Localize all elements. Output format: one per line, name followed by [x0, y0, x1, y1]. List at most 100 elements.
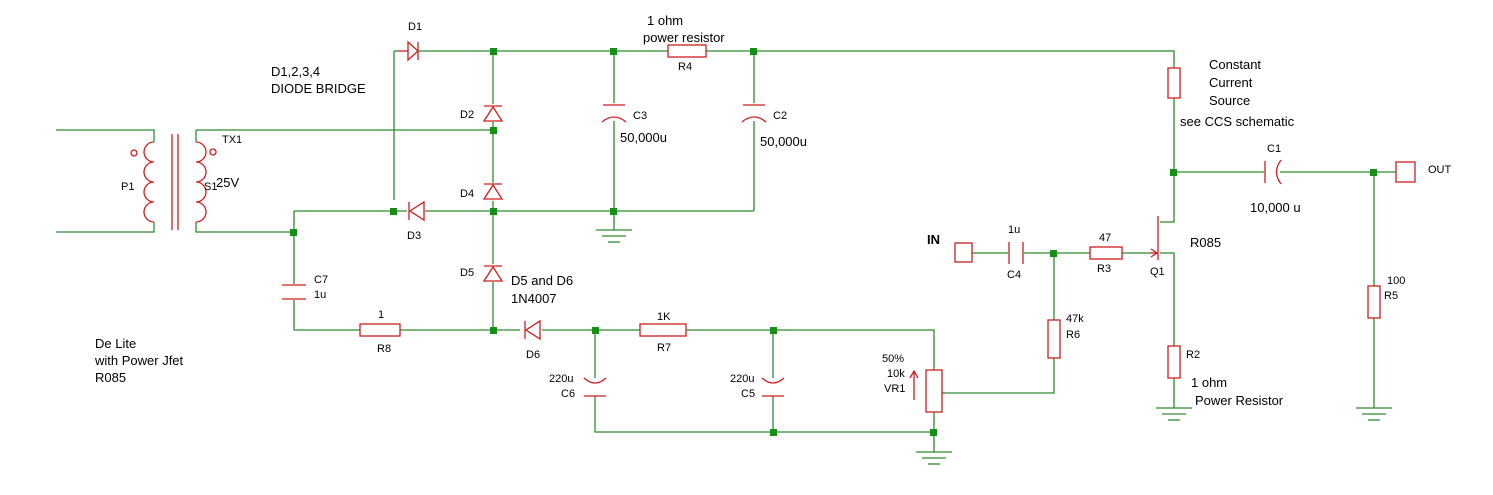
vr1-label: VR1 — [884, 383, 905, 395]
junction-node — [490, 208, 497, 215]
r8-value: 1 — [378, 309, 384, 321]
c1-value: 10,000 u — [1250, 200, 1301, 215]
out-label: OUT — [1428, 164, 1452, 176]
diode-d6 — [524, 319, 541, 341]
r6-value: 47k — [1066, 313, 1084, 325]
capacitor-c1 — [1264, 159, 1282, 185]
diode-d3 — [408, 200, 425, 222]
ground-symbol-r2 — [1156, 407, 1192, 421]
c7-label: C7 — [314, 274, 328, 286]
ccs-line-3: Source — [1209, 93, 1250, 108]
d5-note: D5 and D6 — [511, 273, 573, 288]
in-label: IN — [927, 232, 940, 247]
c3-label: C3 — [633, 110, 647, 122]
r4-label: R4 — [678, 61, 692, 73]
diode-d4 — [482, 183, 504, 200]
resistor-ccs — [1167, 67, 1181, 99]
labels: D1,2,3,4 DIODE BRIDGE 1 ohm power resist… — [94, 13, 1452, 408]
diode-d1 — [398, 40, 419, 62]
capacitor-c7 — [282, 284, 306, 300]
r7-value: 1K — [657, 311, 671, 323]
p1-label: P1 — [121, 181, 134, 193]
ground-symbol-vr1 — [916, 451, 952, 465]
secondary-dot-marker — [209, 148, 217, 156]
junction-node — [390, 208, 397, 215]
c1-label: C1 — [1267, 143, 1281, 155]
junction-node — [1050, 250, 1057, 257]
r5-label: R5 — [1384, 290, 1398, 302]
r5-value: 100 — [1387, 275, 1405, 287]
d4-label: D4 — [460, 188, 474, 200]
wires — [56, 50, 1396, 452]
r2-note-2: Power Resistor — [1195, 393, 1284, 408]
potentiometer-vr1 — [909, 369, 944, 413]
junction-node — [770, 327, 777, 334]
junction-node — [770, 429, 777, 436]
junction-node — [1170, 169, 1177, 176]
junction-node — [490, 48, 497, 55]
ground-symbol-bridge — [596, 229, 632, 243]
junction-node — [930, 429, 937, 436]
resistor-r4 — [667, 44, 707, 58]
junction-node — [290, 229, 297, 236]
c2-label: C2 — [773, 110, 787, 122]
r3-label: R3 — [1097, 263, 1111, 275]
r8-label: R8 — [377, 343, 391, 355]
out-port[interactable] — [1395, 161, 1416, 183]
r2-label: R2 — [1186, 349, 1200, 361]
c6-value: 220u — [549, 373, 573, 385]
d5-type: 1N4007 — [511, 291, 557, 306]
vr1-value: 10k — [887, 368, 905, 380]
tx1-label: TX1 — [222, 134, 242, 146]
c3-value: 50,000u — [620, 130, 667, 145]
ccs-line-1: Constant — [1209, 57, 1261, 72]
r7-label: R7 — [657, 342, 671, 354]
resistor-r2 — [1167, 345, 1181, 379]
resistor-r3 — [1089, 246, 1123, 260]
capacitor-c6 — [583, 377, 607, 397]
capacitor-c5 — [761, 377, 785, 397]
title-line-1: De Lite — [95, 336, 136, 351]
r3-value: 47 — [1099, 232, 1111, 244]
tx-voltage-label: 25V — [216, 175, 239, 190]
d2-label: D2 — [460, 109, 474, 121]
vr1-setting: 50% — [882, 353, 904, 365]
title-line-3: R085 — [95, 370, 126, 385]
d6-label: D6 — [526, 349, 540, 361]
resistor-r8 — [359, 323, 401, 337]
resistor-r5 — [1367, 285, 1381, 319]
in-port[interactable] — [954, 242, 973, 263]
resistor-r6 — [1047, 319, 1061, 359]
capacitor-c3 — [601, 104, 627, 123]
junction-node — [1370, 169, 1377, 176]
transformer-tx1 — [130, 134, 217, 230]
junction-node — [490, 327, 497, 334]
c5-value: 220u — [730, 373, 754, 385]
s1-label: S1 — [204, 181, 217, 193]
title-line-2: with Power Jfet — [94, 353, 184, 368]
ground-symbol-r5 — [1356, 407, 1392, 421]
junction-dots — [290, 48, 1377, 436]
c7-value: 1u — [314, 289, 326, 301]
junction-node — [750, 48, 757, 55]
resistor-r7 — [639, 323, 687, 337]
r2-note-1: 1 ohm — [1191, 375, 1227, 390]
c2-value: 50,000u — [760, 134, 807, 149]
c4-label: C4 — [1007, 269, 1021, 281]
diode-d5 — [482, 265, 504, 282]
d3-label: D3 — [407, 230, 421, 242]
junction-node — [610, 208, 617, 215]
bridge-title: D1,2,3,4 — [271, 64, 320, 79]
d1-label: D1 — [408, 21, 422, 33]
q1-type: R085 — [1190, 235, 1221, 250]
junction-node — [610, 48, 617, 55]
ccs-ref: see CCS schematic — [1180, 114, 1295, 129]
junction-node — [592, 327, 599, 334]
junction-node — [490, 127, 497, 134]
c4-value: 1u — [1008, 224, 1020, 236]
diode-d2 — [482, 105, 504, 122]
r4-note-2: power resistor — [643, 30, 725, 45]
capacitor-c4 — [1008, 242, 1024, 264]
ccs-line-2: Current — [1209, 75, 1253, 90]
